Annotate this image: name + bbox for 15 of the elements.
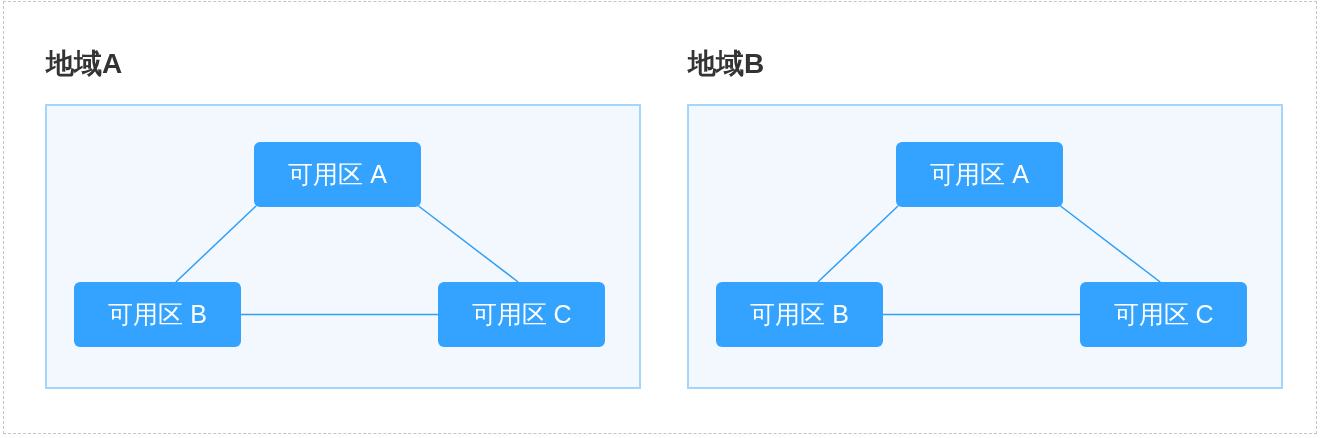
zone-box: 可用区 A [896,142,1063,207]
zone-box: 可用区 B [716,282,883,347]
dashed-frame [3,1,1317,434]
region-title: 地域A [46,47,123,81]
connector-line [175,205,257,283]
connector-line [817,205,899,283]
zone-box: 可用区 C [1080,282,1247,347]
connector-line [1059,205,1161,283]
connector-line [417,205,519,283]
zone-box: 可用区 C [438,282,605,347]
connector-line [882,313,1081,316]
zone-box: 可用区 B [74,282,241,347]
connector-line [240,313,439,316]
region-title: 地域B [688,47,765,81]
zone-box: 可用区 A [254,142,421,207]
